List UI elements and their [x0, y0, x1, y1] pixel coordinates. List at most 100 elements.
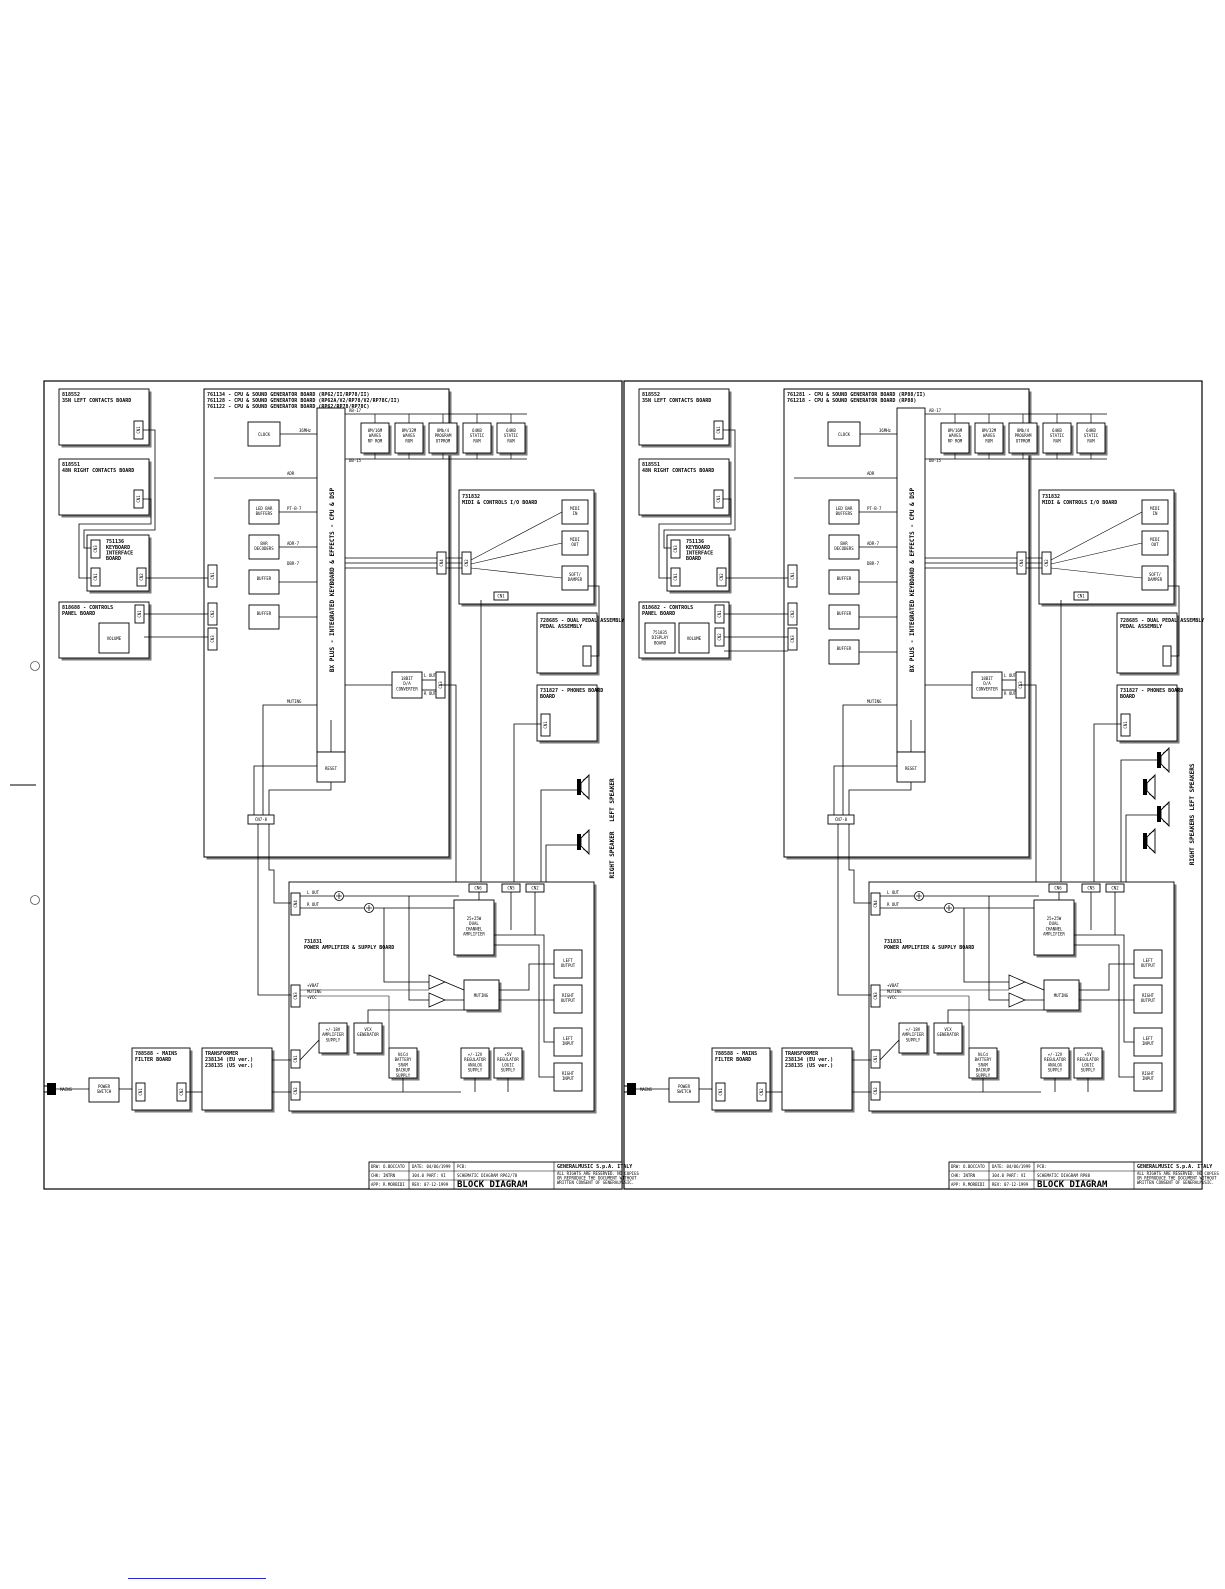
- dac-label: D/A: [983, 681, 991, 686]
- memory-label: WAVES: [983, 433, 996, 438]
- signal-label: ADR: [287, 471, 295, 476]
- dual-channel-amplifier: [453, 899, 495, 956]
- amplifier-label: DUAL: [1049, 921, 1059, 926]
- regulator-logic-label: +5V: [504, 1052, 512, 1057]
- bar-decoders: [828, 534, 860, 560]
- clock-block: [247, 421, 281, 447]
- wire: [1093, 723, 1121, 885]
- buffer-block-label: BUFFER: [837, 646, 852, 651]
- wire: [253, 765, 317, 815]
- vcx-generator-label: GENERATOR: [357, 1032, 379, 1037]
- clock-label: CLOCK: [258, 432, 271, 437]
- wire: [1050, 567, 1143, 579]
- power-switch-label: SWITCH: [97, 1089, 112, 1094]
- connector: [247, 814, 275, 825]
- connector-label: CN2: [717, 633, 722, 641]
- connector-label: CN1: [210, 572, 215, 580]
- signal-label: +VCC: [887, 995, 897, 1000]
- memory-label: ROM: [405, 438, 413, 443]
- signal-label: +VBAT: [887, 983, 900, 988]
- memory-label: 64KB: [1086, 428, 1096, 433]
- led-bar-buffers-label: BUFFERS: [836, 511, 853, 516]
- board-code: 751136: [686, 539, 704, 545]
- memory-label: 8Mb/4: [437, 428, 450, 433]
- signal-label: +VBAT: [307, 983, 320, 988]
- battery-backup-label: SUPPLY: [396, 1073, 411, 1078]
- dual-channel-amplifier: [1033, 899, 1075, 956]
- dac-block: [971, 671, 1003, 699]
- title-rights: WRITTEN CONSENT OF GENERALMUSIC.: [557, 1180, 634, 1185]
- muting-label: MUTING: [474, 993, 489, 998]
- wire: [1148, 776, 1155, 781]
- reset-label: RESET: [325, 766, 338, 771]
- wire: [383, 908, 429, 983]
- connector-label: CN1: [497, 594, 505, 599]
- connector-label: CN1: [717, 610, 722, 618]
- connector-label: CN2: [293, 1087, 298, 1095]
- display-label: DISPLAY: [652, 635, 669, 640]
- volume-block: [678, 622, 710, 654]
- board-title: 48N RIGHT CONTACTS BOARD: [62, 468, 134, 474]
- wire: [78, 498, 152, 579]
- battery-backup-label: NiCd: [398, 1052, 408, 1057]
- left-output-block: [553, 949, 583, 979]
- board-title: INTERFACE: [686, 551, 713, 557]
- board-title: KEYBOARD: [686, 545, 710, 551]
- amplifier-supply-label: +/-18V: [906, 1027, 921, 1032]
- right-input-label: RIGHT: [1142, 1071, 1155, 1076]
- signal-label: R OUT: [307, 902, 320, 907]
- connector: [1120, 713, 1131, 737]
- memory-label: WAVES: [369, 433, 382, 438]
- wire: [262, 704, 317, 815]
- right-output-label: RIGHT: [562, 993, 575, 998]
- wire: [268, 782, 332, 815]
- connector-label: CN1: [136, 426, 141, 434]
- connector: [670, 539, 681, 559]
- title-drawn-by: DRW: O.BOCCATO: [951, 1164, 985, 1169]
- right-input-label: INPUT: [1142, 1076, 1155, 1081]
- regulator-analog-label: SUPPLY: [1048, 1068, 1063, 1073]
- board-title: BOARD: [540, 694, 555, 700]
- board-title: 731827 - PHONES BOARD: [540, 688, 603, 694]
- left-input-label: INPUT: [562, 1041, 575, 1046]
- signal-label: ADR: [867, 471, 875, 476]
- bar-decoders-label: BAR: [840, 541, 848, 546]
- right-input-label: RIGHT: [562, 1071, 575, 1076]
- signal-label: AB-17: [929, 408, 942, 413]
- dac-label: 18BIT: [981, 676, 994, 681]
- title-rights: OR REPRODUCE THE DOCUMENT WITHOUT: [557, 1176, 637, 1181]
- wire: [833, 765, 897, 815]
- connector-label: CN3: [673, 545, 678, 553]
- memory-label: STATIC: [470, 433, 485, 438]
- speaker-label: LEFT SPEAKER: [609, 778, 616, 822]
- board-title: 761122 - CPU & SOUND GENERATOR BOARD (RP…: [207, 404, 370, 410]
- soft-damper-block: [561, 565, 589, 591]
- signal-label: R OUT: [424, 691, 437, 696]
- connector-label: CN1: [293, 1055, 298, 1063]
- signal-label: 36MHz: [299, 428, 312, 433]
- connector-label: CN1: [137, 610, 142, 618]
- battery-backup-block: [388, 1047, 418, 1079]
- memory-block: [394, 422, 424, 454]
- wire: [499, 963, 554, 991]
- power-switch-label: POWER: [98, 1084, 111, 1089]
- signal-label: MUTING: [287, 699, 302, 704]
- midi-out-block: [561, 530, 589, 556]
- board-title: MIDI & CONTROLS I/O BOARD: [462, 500, 537, 506]
- wire: [1162, 749, 1169, 754]
- board-code: 818552: [62, 392, 80, 398]
- connector: [870, 1049, 881, 1069]
- wire: [494, 944, 554, 1078]
- signal-label: MUTING: [307, 989, 322, 994]
- title-revision: REV: 07-12-1999: [992, 1182, 1029, 1187]
- muting-block: [1043, 979, 1080, 1011]
- board-code: 731832: [462, 494, 480, 500]
- regulator-analog-label: +/-12V: [468, 1052, 483, 1057]
- midi-in-label: IN: [573, 511, 578, 516]
- connector-label: CN5: [507, 886, 515, 891]
- midi-in-label: MIDI: [570, 506, 580, 511]
- reset-label: RESET: [905, 766, 918, 771]
- board-title: MIDI & CONTROLS I/O BOARD: [1042, 500, 1117, 506]
